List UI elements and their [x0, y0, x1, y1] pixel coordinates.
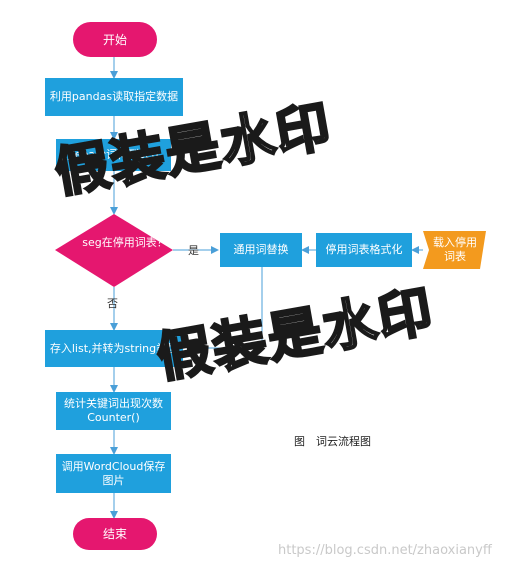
count-step[interactable]: 统计关键词出现次数Counter() [56, 392, 171, 430]
figure-caption: 图 词云流程图 [294, 435, 371, 448]
store-list-step[interactable]: 存入list,并转为string类型 [45, 330, 183, 367]
wordcloud-step[interactable]: 调用WordCloud保存图片 [56, 454, 171, 493]
replace-step[interactable]: 通用词替换 [220, 233, 302, 267]
format-step[interactable]: 停用词表格式化 [316, 233, 412, 267]
no-label: 否 [107, 297, 118, 310]
decision-label[interactable]: seg在停用词表？ [82, 236, 168, 249]
edge-replace-store [187, 267, 263, 352]
read-data-step[interactable]: 利用pandas读取指定数据 [45, 78, 183, 116]
load-stopwords-label[interactable]: 载入停用词表 [433, 236, 477, 263]
decision-diamond [55, 214, 173, 287]
start-node[interactable]: 开始 [73, 22, 157, 57]
site-watermark: https://blog.csdn.net/zhaoxianyff [278, 543, 492, 558]
end-node[interactable]: 结束 [73, 518, 157, 550]
yes-label: 是 [188, 244, 199, 257]
jieba-step[interactable]: Jieba分词得到seg [56, 139, 171, 171]
load-stopwords-shape [423, 231, 486, 269]
